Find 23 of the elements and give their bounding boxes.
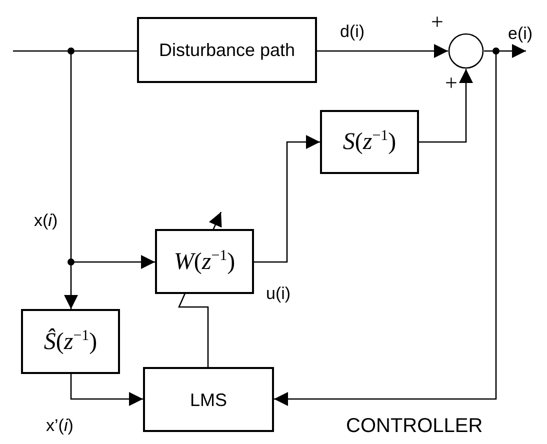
block-label: W(z$^{−1}$) bbox=[174, 248, 236, 276]
signal-label: e(i) bbox=[508, 24, 533, 44]
transfer-function-box bbox=[320, 110, 419, 174]
block-label: S(z$^{−1}$) bbox=[342, 128, 396, 156]
arrow bbox=[317, 44, 448, 58]
arrow bbox=[484, 44, 526, 58]
plus-sign: + bbox=[445, 73, 458, 93]
plus-sign: + bbox=[431, 12, 444, 32]
process-box bbox=[137, 17, 317, 83]
block-label: LMS bbox=[190, 388, 227, 410]
adaptive-filter-box bbox=[155, 229, 254, 294]
signal-label: u(i) bbox=[266, 284, 291, 304]
arrow bbox=[254, 135, 320, 263]
signal-label: d(i) bbox=[340, 22, 365, 42]
transfer-function-box bbox=[21, 309, 120, 374]
signal-label: x’(i) bbox=[46, 416, 74, 436]
arrow bbox=[70, 374, 143, 406]
block-label: Ŝ(z$^{−1}$) bbox=[44, 328, 98, 356]
block-label: Disturbance path bbox=[158, 39, 296, 61]
caption-text: CONTROLLER bbox=[346, 416, 483, 436]
arrow bbox=[419, 69, 473, 143]
signal-label: x(i) bbox=[34, 211, 58, 231]
process-box bbox=[143, 367, 274, 432]
